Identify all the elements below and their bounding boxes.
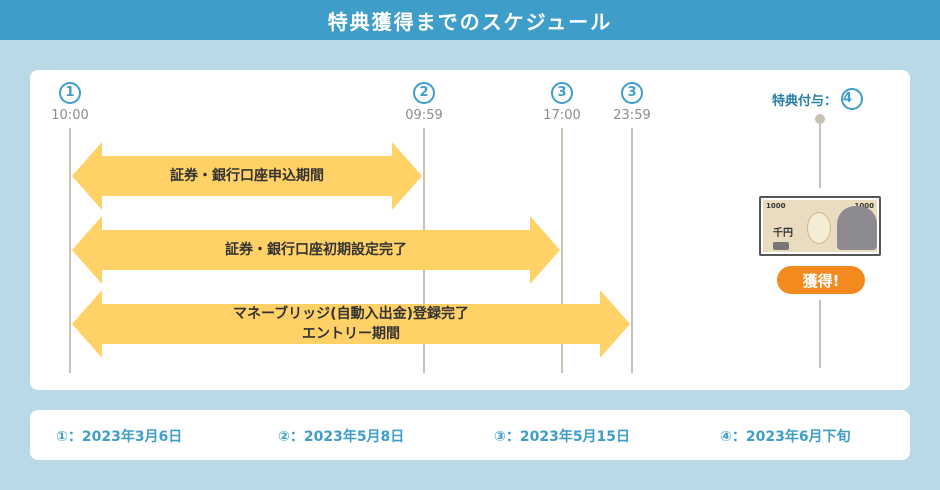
date-legend-item: ④：2023年6月下旬 (720, 429, 851, 445)
banknote-hologram (773, 242, 789, 250)
period-label: マネーブリッジ(自動入出金)登録完了 エントリー期間 (72, 290, 630, 358)
marker-number: 3 (551, 82, 573, 104)
award-label: 特典付与： 4 (772, 88, 864, 110)
period-label-line: 証券・銀行口座初期設定完了 (225, 242, 407, 258)
award-label-text: 特典付与： (772, 93, 838, 109)
marker-number: 2 (413, 82, 435, 104)
period-arrow-initial-setup: 証券・銀行口座初期設定完了 (72, 216, 560, 284)
award-badge: 獲得! (777, 266, 865, 294)
period-label: 証券・銀行口座初期設定完了 (72, 216, 560, 284)
period-arrow-application: 証券・銀行口座申込期間 (72, 142, 422, 210)
date-legend: ①：2023年3月6日 ②：2023年5月8日 ③：2023年5月15日 ④：2… (30, 410, 910, 460)
banknote-yen-label: 千円 (773, 228, 793, 239)
page-title: 特典獲得までのスケジュール (0, 0, 940, 40)
timeline-panel: 1 10:00 2 09:59 3 17:00 3 23:59 証券・銀行口座申… (30, 70, 910, 390)
period-label-line: 証券・銀行口座申込期間 (170, 168, 324, 184)
date-legend-item: ③：2023年5月15日 (494, 429, 631, 445)
timeline-line-3 (561, 128, 563, 373)
banknote-image: 1000 1000 千円 (759, 196, 881, 256)
banknote-number: 1000 (766, 202, 786, 210)
timeline-line-4 (631, 128, 633, 373)
double-arrow-shape (72, 216, 560, 284)
period-label-line: マネーブリッジ(自動入出金)登録完了 (233, 306, 469, 322)
award-line-bottom (819, 300, 821, 368)
award-dot (815, 114, 825, 124)
period-label: 証券・銀行口座申込期間 (72, 142, 422, 210)
banknote-watermark (807, 212, 831, 244)
timeline-line-1 (69, 128, 71, 373)
timeline-marker: 3 23:59 (602, 82, 662, 123)
marker-number: 3 (621, 82, 643, 104)
double-arrow-shape (72, 142, 422, 210)
marker-time: 09:59 (405, 108, 443, 123)
banknote-face: 1000 1000 千円 (763, 200, 877, 252)
marker-time: 23:59 (613, 108, 651, 123)
marker-time: 17:00 (543, 108, 581, 123)
double-arrow-shape (72, 290, 630, 358)
timeline-marker: 2 09:59 (394, 82, 454, 123)
award-marker-number: 4 (841, 88, 864, 110)
marker-time: 10:00 (51, 108, 89, 123)
timeline-marker: 3 17:00 (532, 82, 592, 123)
portrait-icon (837, 206, 877, 250)
marker-number: 1 (59, 82, 81, 104)
date-legend-item: ②：2023年5月8日 (278, 429, 405, 445)
timeline-marker: 1 10:00 (40, 82, 100, 123)
period-arrow-money-bridge: マネーブリッジ(自動入出金)登録完了 エントリー期間 (72, 290, 630, 358)
award-line-top (819, 122, 821, 188)
date-legend-item: ①：2023年3月6日 (56, 429, 183, 445)
period-label-line: エントリー期間 (302, 326, 400, 342)
